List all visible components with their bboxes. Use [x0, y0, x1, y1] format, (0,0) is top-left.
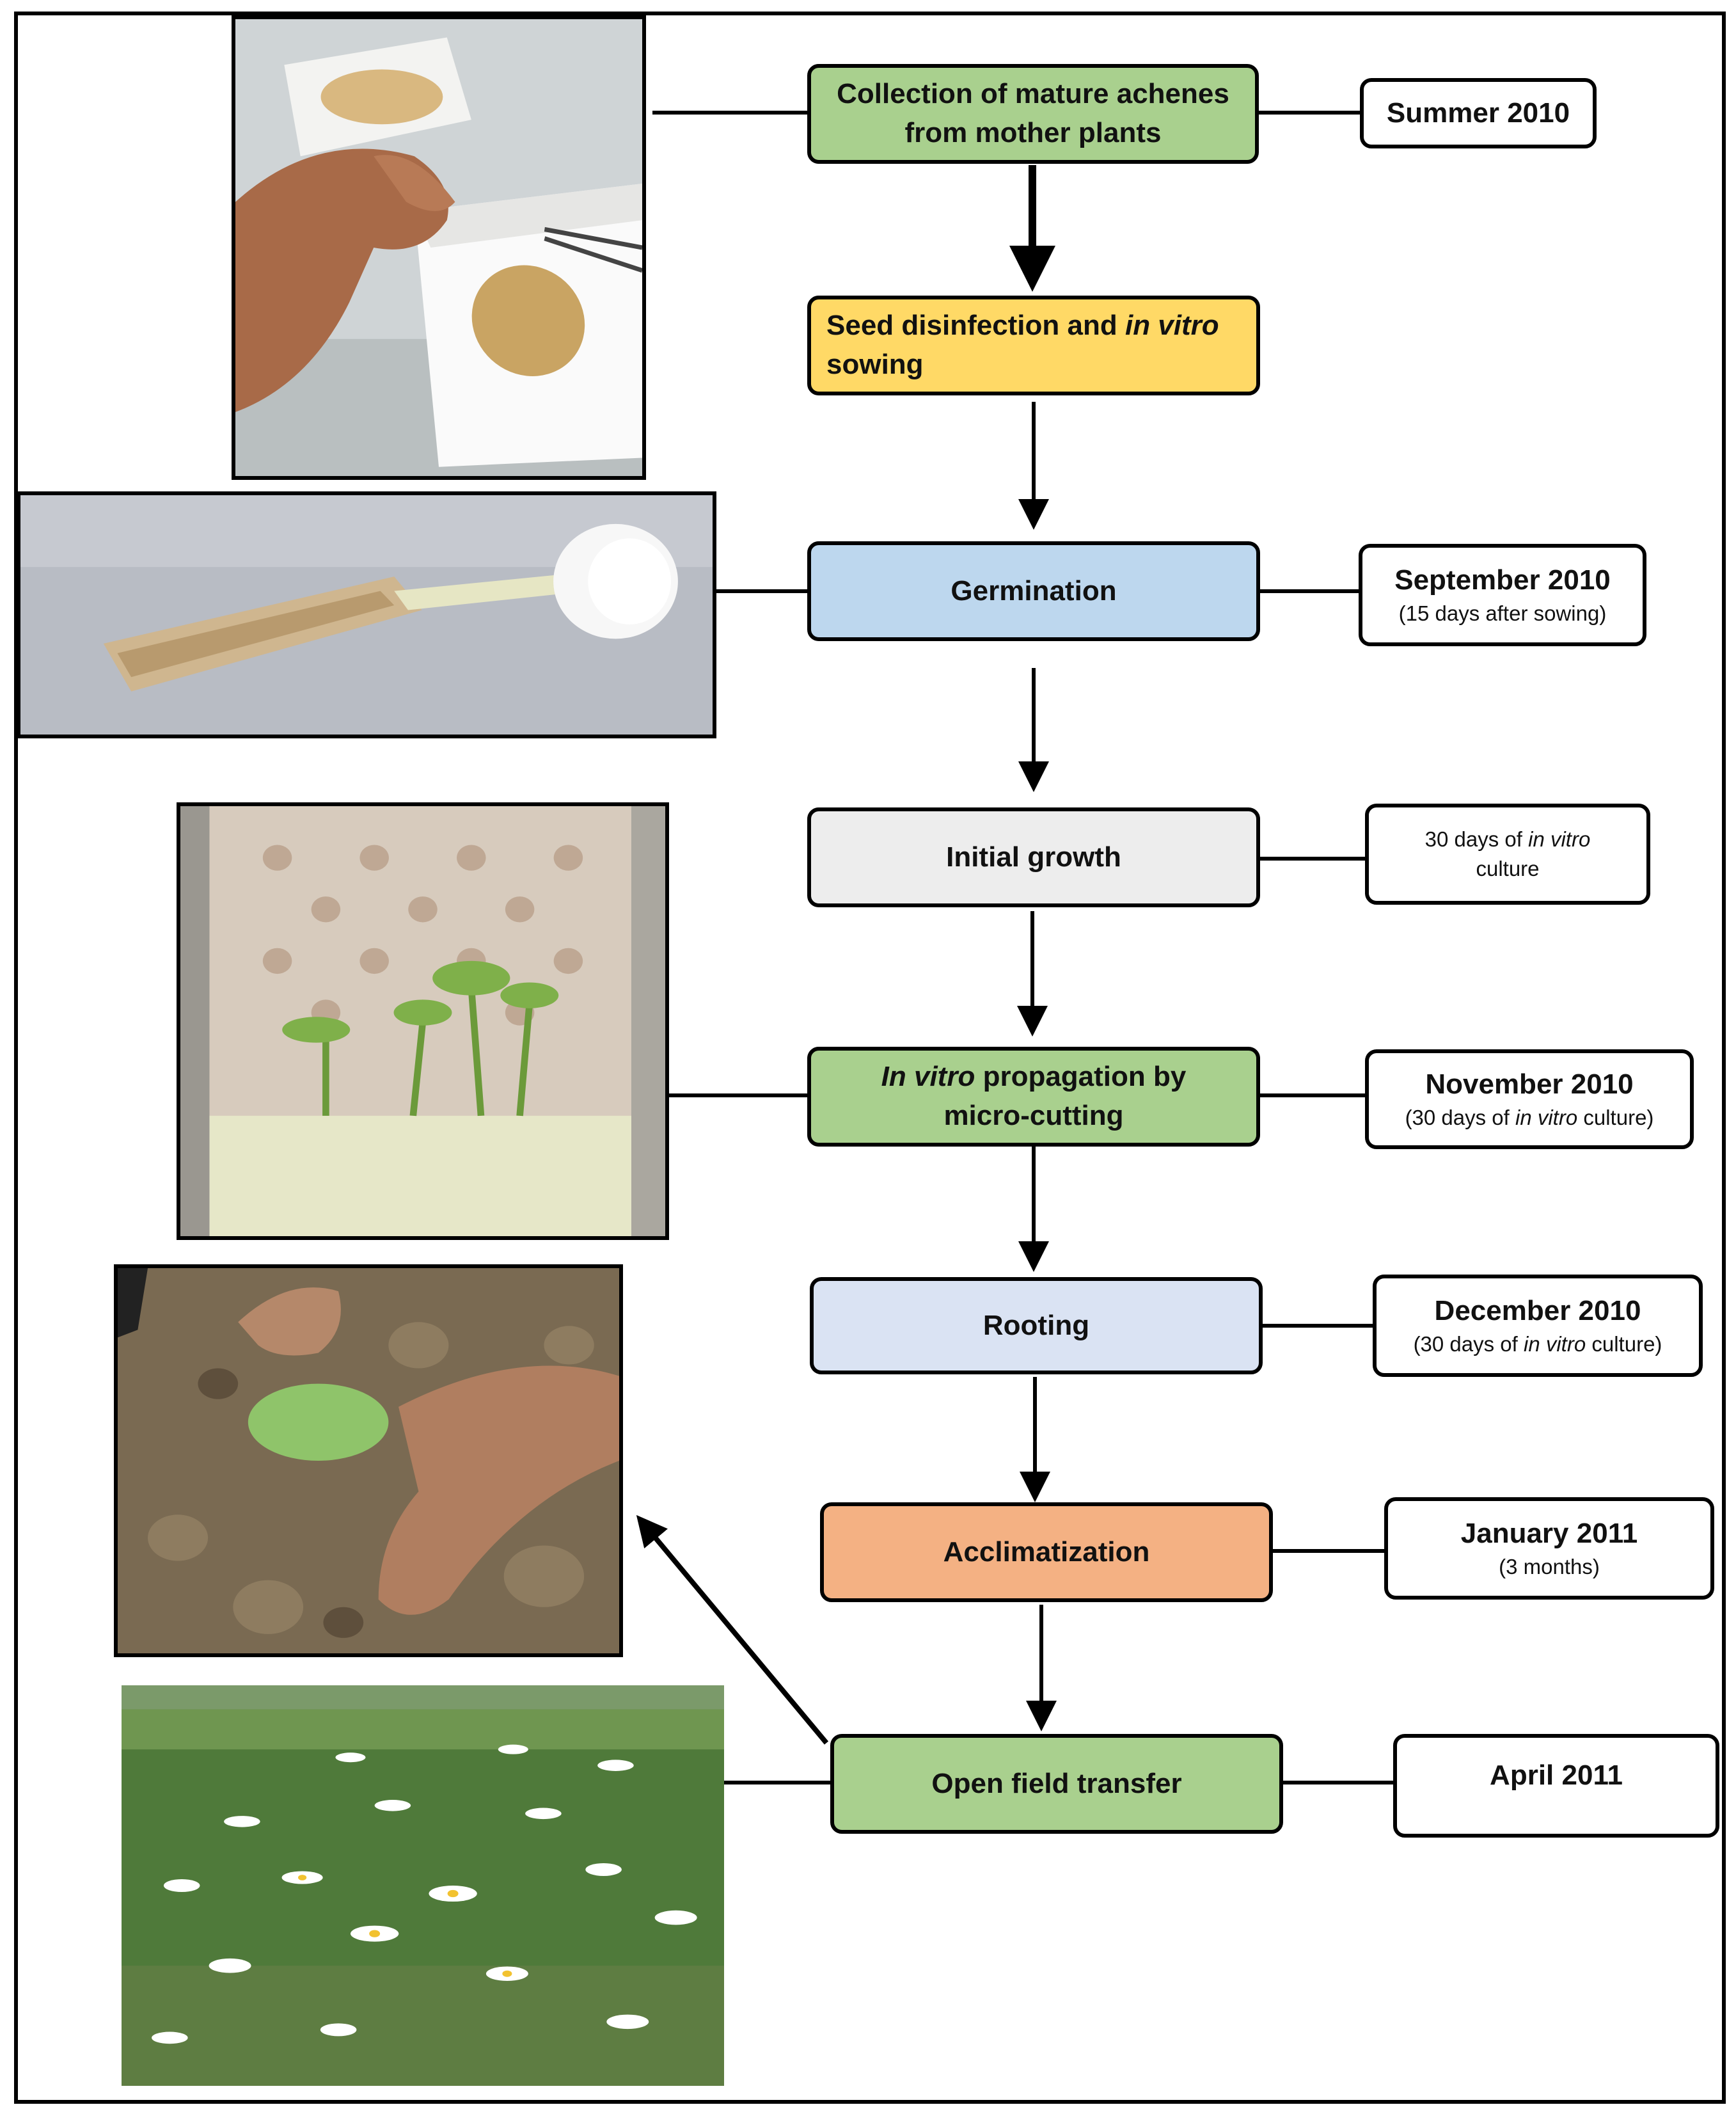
- note-open-field: April 2011: [1393, 1734, 1719, 1838]
- step-disinfection-line1: Seed disinfection and in vitro: [826, 306, 1219, 346]
- planting-photo: [114, 1264, 623, 1657]
- step-collection-line1: Collection of mature achenes: [837, 78, 1229, 110]
- note-germination-title: September 2010: [1394, 564, 1611, 596]
- arrow-openfield-planting-photo: [636, 1514, 829, 1745]
- step-open-field-label: Open field transfer: [931, 1767, 1182, 1799]
- note-initial-growth-line2: culture: [1476, 857, 1540, 880]
- step-initial-growth-label: Initial growth: [946, 841, 1121, 873]
- step-propagation-line2: micro-cutting: [943, 1100, 1124, 1131]
- note-germination-sub: (15 days after sowing): [1398, 601, 1607, 625]
- step-acclimatization: Acclimatization: [820, 1502, 1273, 1602]
- note-collection: Summer 2010: [1360, 78, 1597, 148]
- note-collection-title: Summer 2010: [1386, 97, 1570, 129]
- note-open-field-title: April 2011: [1490, 1760, 1623, 1791]
- note-acclimatization-sub: (3 months): [1499, 1554, 1600, 1578]
- step-germination-label: Germination: [951, 575, 1117, 607]
- step-disinfection-text: Seed disinfection and: [826, 310, 1125, 342]
- step-disinfection: Seed disinfection and in vitro sowing: [807, 296, 1260, 395]
- step-collection: Collection of mature achenes from mother…: [807, 64, 1259, 164]
- step-rooting: Rooting: [810, 1277, 1263, 1374]
- step-collection-line2: from mother plants: [904, 117, 1162, 148]
- daisy-field-photo: [122, 1685, 724, 2086]
- note-initial-growth: 30 days of in vitro culture: [1365, 804, 1650, 905]
- step-germination: Germination: [807, 541, 1260, 641]
- step-propagation: In vitro propagation by micro-cutting: [807, 1047, 1260, 1147]
- note-rooting-sub-suffix: culture): [1586, 1331, 1662, 1356]
- step-rooting-label: Rooting: [982, 1309, 1090, 1341]
- step-open-field: Open field transfer: [830, 1734, 1283, 1834]
- note-propagation-sub-italic: in vitro: [1515, 1105, 1578, 1129]
- note-propagation-sub: (30 days of in vitro culture): [1405, 1103, 1654, 1132]
- note-rooting-sub-italic: in vitro: [1524, 1331, 1586, 1356]
- note-rooting-sub: (30 days of in vitro culture): [1414, 1330, 1662, 1359]
- achenes-photo: [232, 15, 646, 480]
- step-propagation-text: propagation by: [975, 1061, 1187, 1093]
- note-propagation-sub-prefix: (30 days of: [1405, 1105, 1515, 1129]
- note-rooting: December 2010 (30 days of in vitro cultu…: [1373, 1275, 1703, 1377]
- step-initial-growth: Initial growth: [807, 807, 1260, 907]
- note-germination: September 2010 (15 days after sowing): [1359, 544, 1646, 646]
- note-initial-growth-italic: in vitro: [1528, 827, 1591, 851]
- note-rooting-title: December 2010: [1434, 1295, 1641, 1327]
- step-disinfection-line2: sowing: [826, 349, 924, 380]
- note-propagation-sub-suffix: culture): [1577, 1105, 1654, 1129]
- culture-vessel-photo: [177, 802, 669, 1240]
- note-propagation: November 2010 (30 days of in vitro cultu…: [1365, 1049, 1694, 1149]
- step-propagation-line1: In vitro propagation by: [881, 1058, 1187, 1097]
- note-initial-growth-line1: 30 days of in vitro: [1425, 825, 1591, 854]
- seedling-photo: [17, 491, 716, 738]
- note-acclimatization-title: January 2011: [1460, 1518, 1638, 1550]
- note-initial-growth-text: 30 days of: [1424, 827, 1529, 851]
- step-disinfection-italic: in vitro: [1124, 310, 1219, 342]
- step-acclimatization-label: Acclimatization: [943, 1536, 1150, 1568]
- note-rooting-sub-prefix: (30 days of: [1413, 1331, 1524, 1356]
- note-acclimatization: January 2011 (3 months): [1384, 1497, 1714, 1600]
- step-propagation-italic: In vitro: [881, 1061, 975, 1093]
- note-propagation-title: November 2010: [1425, 1069, 1634, 1101]
